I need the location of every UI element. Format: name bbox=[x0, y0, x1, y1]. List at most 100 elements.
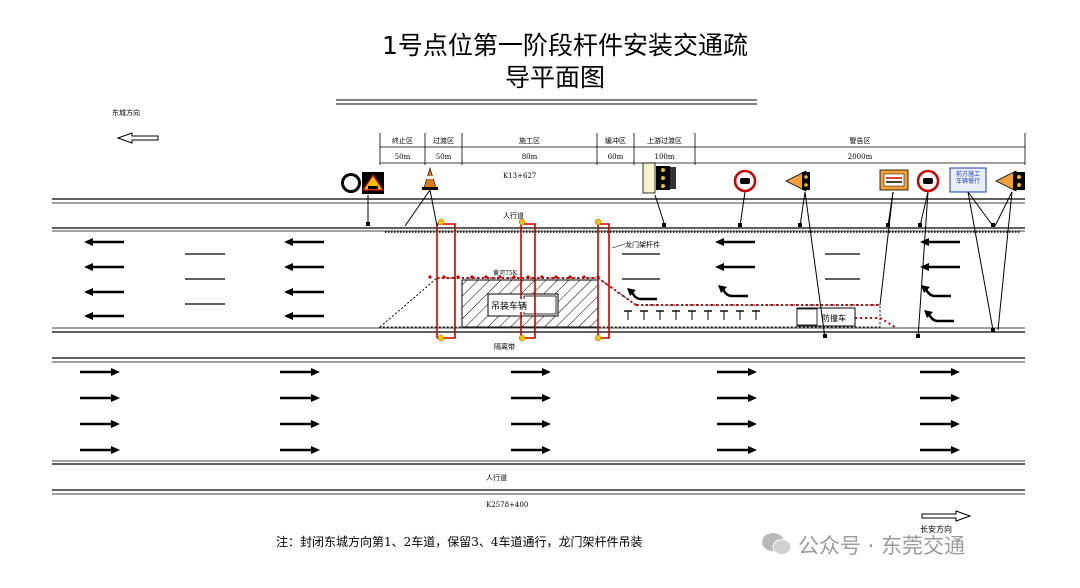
closure-marker bbox=[470, 275, 474, 279]
arrow-right-icon bbox=[80, 368, 120, 376]
arrow-right-icon bbox=[511, 420, 551, 428]
zone-name-6: 警告区 bbox=[849, 137, 871, 145]
construction-ahead-text: 前方施工 车辆慢行 bbox=[955, 171, 980, 185]
crane-vehicle-cab bbox=[523, 295, 557, 315]
arrow-right-icon bbox=[280, 394, 320, 402]
arrow-right-icon bbox=[717, 394, 757, 402]
arrow-left-icon bbox=[715, 238, 755, 246]
vehicle-label: 黄河75K bbox=[493, 270, 518, 277]
arrow-left-icon bbox=[84, 312, 124, 320]
truck-label: 防撞车 bbox=[822, 314, 846, 323]
arrow-left-icon bbox=[284, 312, 324, 320]
closure-marker bbox=[456, 275, 460, 279]
zone-name-4: 缓冲区 bbox=[605, 137, 626, 145]
sidewalk-top-label: 人行道 bbox=[503, 212, 524, 220]
closure-marker bbox=[596, 275, 600, 279]
traffic-cone-icon bbox=[422, 166, 438, 190]
merge-arrow-icon bbox=[630, 291, 657, 301]
construction-ahead-sign bbox=[949, 167, 987, 193]
closure-marker bbox=[540, 275, 544, 279]
merge-arrow-icon bbox=[924, 288, 951, 298]
no-overtaking-sign-icon-2 bbox=[916, 169, 940, 193]
arrow-right-icon bbox=[920, 394, 960, 402]
arrow-board-icon bbox=[642, 162, 676, 194]
cone-row bbox=[428, 275, 760, 320]
zone-length-6: 2000m bbox=[847, 153, 873, 161]
merge-arrow-head-icon bbox=[627, 288, 636, 296]
zone-length-1: 50m bbox=[394, 153, 411, 161]
arrow-right-icon bbox=[717, 420, 757, 428]
zone-name-2: 过渡区 bbox=[433, 137, 454, 145]
arrow-right-icon bbox=[511, 394, 551, 402]
closure-marker bbox=[568, 275, 572, 279]
speed-limit-value: 40 bbox=[344, 178, 358, 188]
east-direction-arrow bbox=[921, 510, 972, 522]
page-title: 1号点位第一阶段杆件安装交通疏 bbox=[382, 31, 748, 60]
zone-name-5: 上游过渡区 bbox=[647, 137, 682, 145]
arrow-right-icon bbox=[80, 394, 120, 402]
arrow-right-icon bbox=[511, 446, 551, 454]
closure-marker bbox=[498, 275, 502, 279]
zone-name-1: 终止区 bbox=[392, 137, 413, 145]
warning-diamond-sign-icon-2 bbox=[995, 170, 1025, 192]
arrow-right-icon bbox=[920, 420, 960, 428]
lane-markings bbox=[185, 253, 860, 305]
closure-marker bbox=[484, 275, 488, 279]
arrow-right-icon bbox=[280, 420, 320, 428]
merge-arrow-icon bbox=[721, 288, 748, 298]
closure-marker bbox=[428, 275, 432, 279]
closure-marker bbox=[512, 275, 516, 279]
zone-length-3: 80m bbox=[521, 153, 538, 161]
arrow-right-icon bbox=[717, 368, 757, 376]
arrow-left-icon bbox=[284, 263, 324, 271]
median-label: 隔离带 bbox=[494, 343, 515, 351]
closure-marker bbox=[526, 275, 530, 279]
arrow-left-icon bbox=[715, 263, 755, 271]
arrow-right-icon bbox=[80, 420, 120, 428]
warning-diamond-sign-icon bbox=[785, 170, 810, 192]
watermark: 公众号 · 东莞交通 bbox=[798, 534, 966, 558]
arrow-left-icon bbox=[920, 238, 960, 246]
merge-arrow-icon bbox=[927, 313, 954, 323]
closure-marker bbox=[582, 275, 586, 279]
gantry-lights bbox=[437, 218, 602, 342]
arrow-left-icon bbox=[284, 238, 324, 246]
arrow-right-icon bbox=[511, 368, 551, 376]
sign-pointers bbox=[367, 189, 1013, 339]
merge-arrow-head-icon bbox=[921, 285, 930, 293]
closure-marker bbox=[554, 275, 558, 279]
zone-length-5: 100m bbox=[654, 153, 675, 161]
arrow-left-icon bbox=[284, 288, 324, 296]
arrow-right-icon bbox=[280, 368, 320, 376]
sidewalk-bottom-label: 人行道 bbox=[486, 474, 507, 482]
zone-length-2: 50m bbox=[435, 153, 452, 161]
west-direction-arrow bbox=[116, 132, 159, 144]
lane-closure-sign-icon bbox=[879, 169, 909, 191]
merge-arrow-head-icon bbox=[718, 285, 727, 293]
arrow-right-icon bbox=[280, 446, 320, 454]
chainage-top: K13+627 bbox=[503, 172, 537, 180]
lane-arrows bbox=[80, 238, 960, 454]
arrow-left-icon bbox=[84, 288, 124, 296]
arrow-right-icon bbox=[717, 446, 757, 454]
merge-arrow-head-icon bbox=[924, 310, 933, 318]
arrow-left-icon bbox=[920, 263, 960, 271]
arrow-left-icon bbox=[84, 263, 124, 271]
chainage-bottom: K2578+400 bbox=[486, 501, 529, 509]
sign-post-ticks bbox=[366, 222, 995, 338]
arrow-right-icon bbox=[80, 446, 120, 454]
speed-limit-sign-icon bbox=[341, 173, 361, 193]
zone-name-3: 施工区 bbox=[519, 137, 540, 145]
crash-truck bbox=[796, 307, 856, 327]
arrow-left-icon bbox=[84, 238, 124, 246]
no-overtaking-sign-icon bbox=[733, 169, 757, 193]
arrow-right-icon bbox=[920, 446, 960, 454]
crane-label: 吊装车辆 bbox=[491, 299, 528, 312]
road-edges bbox=[52, 198, 1025, 495]
direction-east-label: 长安方向 bbox=[920, 525, 952, 534]
closure-marker bbox=[442, 275, 446, 279]
gantry-label: 龙门架杆件 bbox=[625, 241, 660, 249]
zone-dimension bbox=[379, 133, 1026, 165]
arrow-right-icon bbox=[920, 368, 960, 376]
